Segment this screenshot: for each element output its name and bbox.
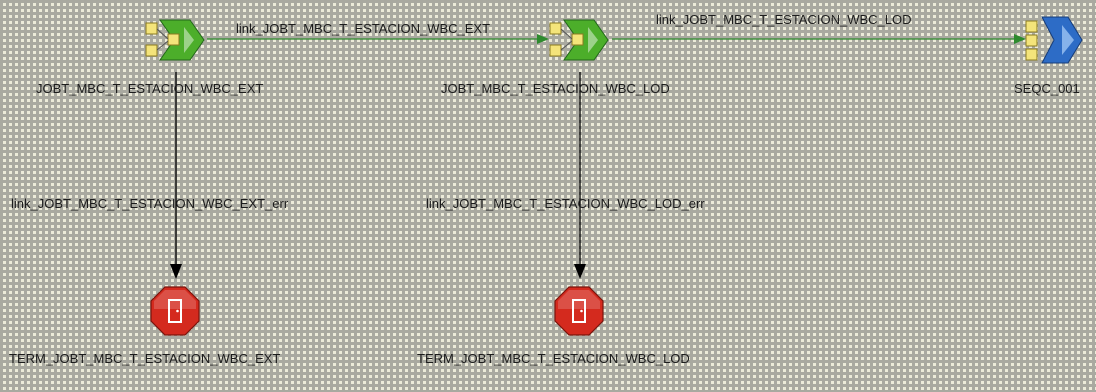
terminator-lod-label: TERM_JOBT_MBC_T_ESTACION_WBC_LOD — [417, 351, 690, 366]
job-activity-icon — [145, 19, 205, 61]
sequencer-label: SEQC_001 — [1014, 81, 1080, 96]
terminator-lod-stage[interactable] — [551, 283, 607, 339]
link-lod-error[interactable] — [574, 72, 586, 279]
job-activity-lod-label: JOBT_MBC_T_ESTACION_WBC_LOD — [441, 81, 670, 96]
job-activity-ext-label: JOBT_MBC_T_ESTACION_WBC_EXT — [36, 81, 264, 96]
terminator-ext-label: TERM_JOBT_MBC_T_ESTACION_WBC_EXT — [9, 351, 281, 366]
link-lod-to-seqc[interactable] — [612, 34, 1026, 44]
link-ext-to-lod-label[interactable]: link_JOBT_MBC_T_ESTACION_WBC_EXT — [236, 21, 491, 36]
job-activity-icon — [549, 19, 609, 61]
sequencer-icon — [1025, 16, 1083, 64]
terminator-icon — [150, 286, 200, 336]
job-activity-lod-stage[interactable] — [544, 14, 612, 66]
link-ext-error-label[interactable]: link_JOBT_MBC_T_ESTACION_WBC_EXT_err — [11, 196, 289, 211]
job-activity-ext-stage[interactable] — [140, 14, 208, 66]
terminator-icon — [554, 286, 604, 336]
terminator-ext-stage[interactable] — [147, 283, 203, 339]
link-ext-to-lod[interactable] — [207, 34, 549, 44]
link-ext-error[interactable] — [170, 72, 182, 279]
link-lod-to-seqc-label[interactable]: link_JOBT_MBC_T_ESTACION_WBC_LOD — [656, 12, 912, 27]
sequencer-stage[interactable] — [1018, 13, 1084, 67]
link-lod-error-label[interactable]: link_JOBT_MBC_T_ESTACION_WBC_LOD_err — [426, 196, 705, 211]
